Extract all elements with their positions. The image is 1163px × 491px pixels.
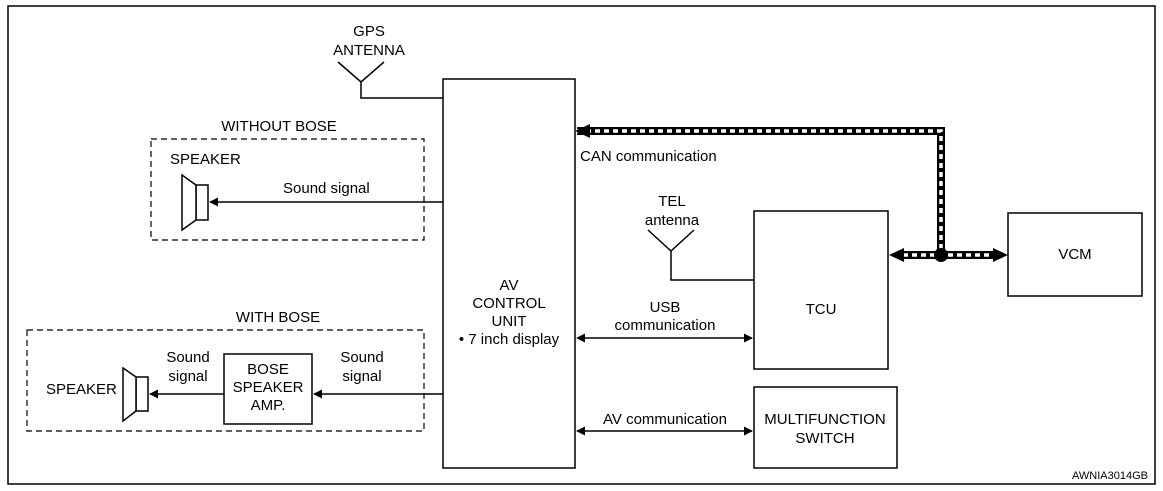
with-bose-frame (26, 329, 425, 432)
with-bose-signal-left-line1: Sound (166, 349, 209, 366)
usb-label-line2: communication (615, 317, 716, 334)
multifunction-switch-label-line2: SWITCH (795, 430, 854, 447)
can-junction-node (934, 248, 948, 262)
gps-antenna-icon (337, 61, 385, 83)
usb-link: USB communication (576, 299, 753, 343)
tcu-label: TCU (806, 301, 837, 318)
vcm-label: VCM (1058, 246, 1091, 263)
multifunction-switch-label-line1: MULTIFUNCTION (764, 411, 885, 428)
can-arrow-av-unit (575, 124, 590, 138)
can-bus: CAN communication (575, 124, 1008, 262)
with-bose-title: WITH BOSE (236, 309, 320, 326)
av-control-unit-label-line2: CONTROL (472, 295, 545, 312)
without-bose-title: WITHOUT BOSE (221, 118, 337, 135)
tel-antenna-icon (647, 229, 695, 253)
bose-amp-label-line1: BOSE (247, 361, 289, 378)
can-arrow-tcu (889, 248, 904, 262)
tcu: TCU (753, 210, 889, 370)
tel-antenna: TEL antenna (645, 193, 754, 281)
av-control-unit-box (442, 78, 576, 469)
without-bose-frame (150, 138, 425, 241)
with-bose-speaker-label: SPEAKER (46, 381, 117, 398)
gps-antenna-label-line1: GPS (353, 23, 385, 40)
speaker-icon (181, 173, 209, 232)
av-control-unit-label-line4: • 7 inch display (459, 331, 560, 348)
gps-antenna-label-line2: ANTENNA (333, 42, 405, 59)
vcm: VCM (1007, 212, 1143, 297)
multifunction-switch-box (753, 386, 898, 469)
av-control-unit-label-line1: AV (500, 277, 519, 294)
bose-speaker-amp-box (223, 353, 313, 425)
av-control-unit-label-line3: UNIT (492, 313, 527, 330)
with-bose-group: WITH BOSE SPEAKER Sound signal BOSE SPEA… (26, 309, 443, 432)
av-communication-label: AV communication (603, 411, 727, 428)
bose-amp-label-line2: SPEAKER (233, 379, 304, 396)
can-bus-inner-upper (577, 129, 943, 255)
with-bose-signal-right-line1: Sound (340, 349, 383, 366)
without-bose-group: WITHOUT BOSE SPEAKER Sound signal (150, 118, 443, 241)
can-arrow-vcm (993, 248, 1008, 262)
speaker-icon (122, 366, 149, 423)
multifunction-switch: MULTIFUNCTION SWITCH (753, 386, 898, 469)
av-control-unit: AV CONTROL UNIT • 7 inch display (442, 78, 576, 469)
diagram-frame (7, 5, 1156, 485)
gps-antenna: GPS ANTENNA (333, 23, 443, 99)
bose-amp-label-line3: AMP. (251, 397, 286, 414)
vcm-box (1007, 212, 1143, 297)
figure-code: AWNIA3014GB (1072, 470, 1148, 482)
tcu-box (753, 210, 889, 370)
av-communication-link: AV communication (576, 411, 753, 436)
gps-antenna-line (360, 82, 443, 99)
can-communication-label: CAN communication (580, 148, 717, 165)
with-bose-signal-right-line2: signal (342, 368, 381, 385)
tel-antenna-label-line2: antenna (645, 212, 700, 229)
without-bose-speaker-label: SPEAKER (170, 151, 241, 168)
tel-antenna-label-line1: TEL (658, 193, 686, 210)
usb-label-line1: USB (650, 299, 681, 316)
without-bose-sound-signal-label: Sound signal (283, 180, 370, 197)
with-bose-signal-left-line2: signal (168, 368, 207, 385)
tel-antenna-line (670, 251, 754, 281)
